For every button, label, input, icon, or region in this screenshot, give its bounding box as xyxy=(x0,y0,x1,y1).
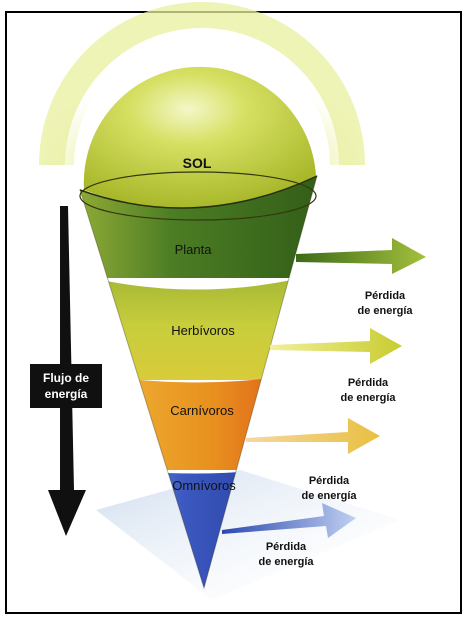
loss-label-2-line1: Pérdida xyxy=(348,377,389,389)
energy-flow-label-line1: Flujo de xyxy=(43,371,89,385)
loss-label-4-line1: Pérdida xyxy=(266,541,307,553)
energy-flow-label-box xyxy=(30,364,102,408)
sun-halo-ring xyxy=(39,2,365,166)
loss-label-2-line2: de energía xyxy=(340,392,396,404)
level-herbivoros-label: Herbívoros xyxy=(171,323,235,338)
loss-arrow-3 xyxy=(246,418,380,454)
loss-label-1-line2: de energía xyxy=(357,305,413,317)
sun-label: SOL xyxy=(183,155,212,171)
cone-rim xyxy=(79,171,317,221)
loss-label-3-line1: Pérdida xyxy=(309,475,350,487)
energy-flow-label-line2: energía xyxy=(45,387,88,401)
level-omnivoros-label: Omnívoros xyxy=(172,478,236,493)
loss-label-1-line1: Pérdida xyxy=(365,290,406,302)
level-planta-label: Planta xyxy=(175,242,213,257)
cone-rim-front xyxy=(79,175,318,209)
loss-arrow-4 xyxy=(222,503,356,538)
level-carnivoros-label: Carnívoros xyxy=(170,403,234,418)
loss-arrow-2 xyxy=(270,328,402,364)
loss-arrow-1 xyxy=(296,238,426,274)
sun-sphere xyxy=(83,66,316,208)
cone-shadow xyxy=(96,470,400,600)
loss-label-4-line2: de energía xyxy=(258,556,314,568)
loss-label-3-line2: de energía xyxy=(301,490,357,502)
